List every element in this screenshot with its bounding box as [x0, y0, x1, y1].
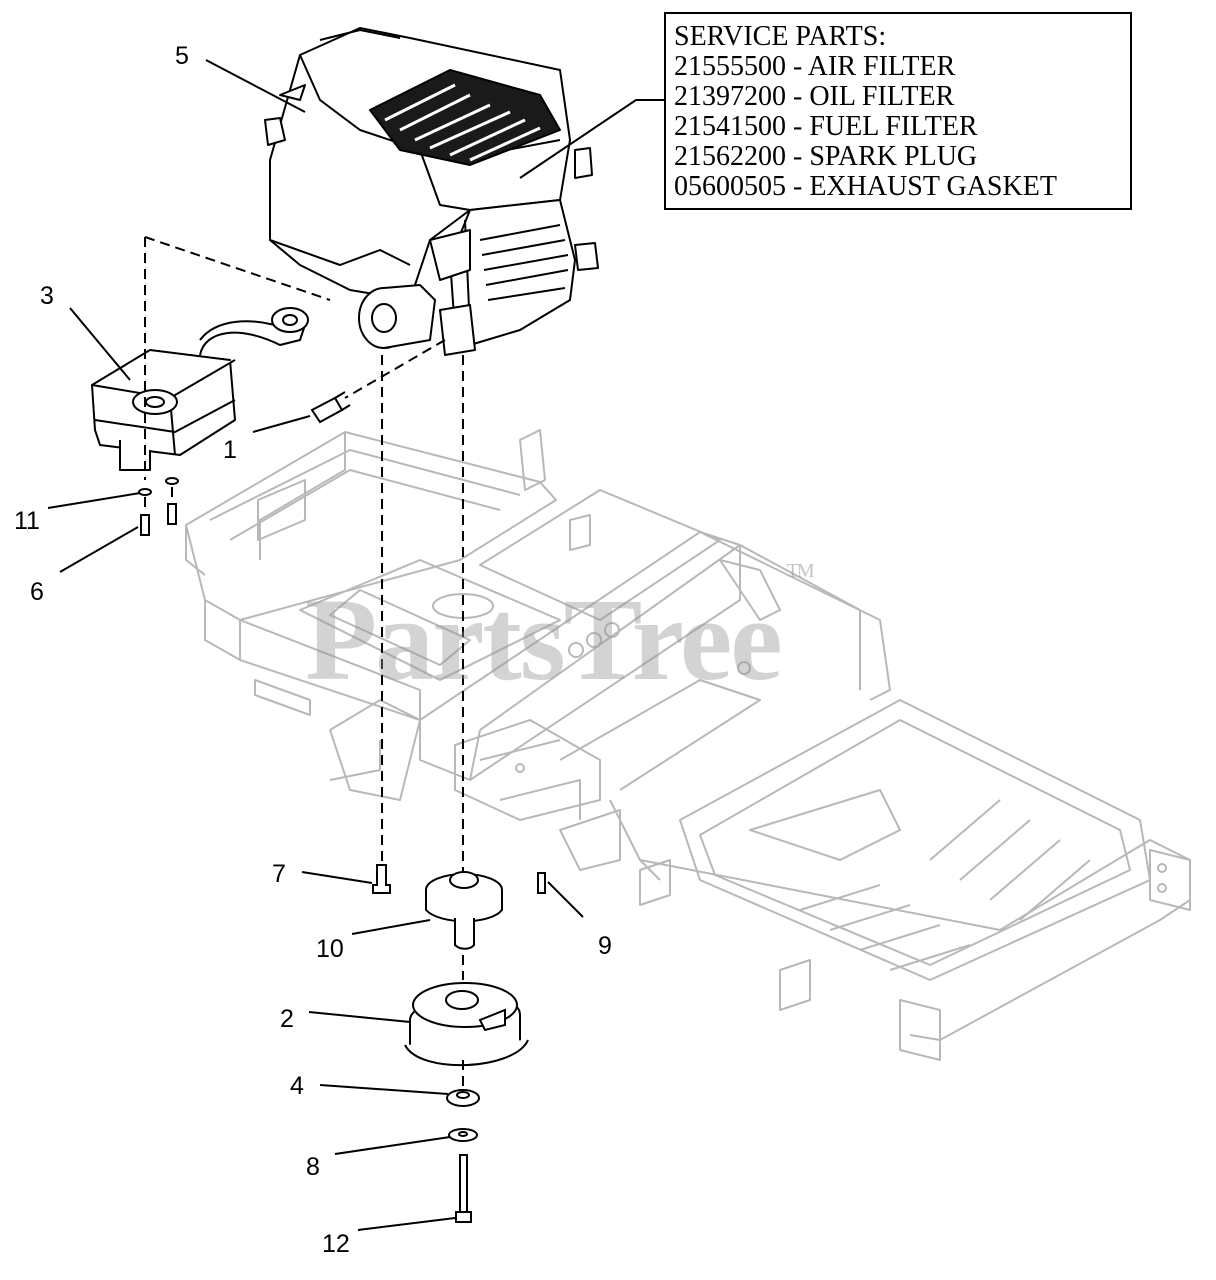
service-parts-box: SERVICE PARTS: 21555500 - AIR FILTER 213… — [664, 12, 1132, 210]
assembly-lines — [144, 236, 464, 1088]
engine-assembly — [264, 27, 599, 356]
callout-1[interactable]: 1 — [223, 436, 237, 464]
callout-12[interactable]: 12 — [322, 1230, 350, 1258]
muffler — [91, 307, 309, 471]
callout-10[interactable]: 10 — [316, 935, 344, 963]
callout-5[interactable]: 5 — [175, 42, 189, 70]
leader-lines — [47, 59, 664, 1231]
service-part-air-filter: 21555500 - AIR FILTER — [674, 51, 956, 82]
callout-2[interactable]: 2 — [280, 1005, 294, 1033]
callout-3[interactable]: 3 — [40, 282, 54, 310]
fuel-filter-part — [310, 396, 344, 424]
callout-4[interactable]: 4 — [290, 1072, 304, 1100]
callout-6[interactable]: 6 — [30, 578, 44, 606]
callout-11[interactable]: 11 — [14, 507, 40, 535]
mower-frame — [185, 429, 1191, 1061]
partstree-watermark: PartsTreeTM — [305, 559, 815, 705]
service-parts-heading: SERVICE PARTS: — [674, 21, 887, 52]
service-part-exhaust-gasket: 05600505 - EXHAUST GASKET — [674, 171, 1057, 202]
service-part-fuel-filter: 21541500 - FUEL FILTER — [674, 111, 978, 142]
callout-9[interactable]: 9 — [598, 932, 612, 960]
callout-7[interactable]: 7 — [272, 860, 286, 888]
small-parts — [138, 391, 546, 1223]
service-part-spark-plug: 21562200 - SPARK PLUG — [674, 141, 978, 172]
service-part-oil-filter: 21397200 - OIL FILTER — [674, 81, 955, 112]
callout-8[interactable]: 8 — [306, 1153, 320, 1181]
